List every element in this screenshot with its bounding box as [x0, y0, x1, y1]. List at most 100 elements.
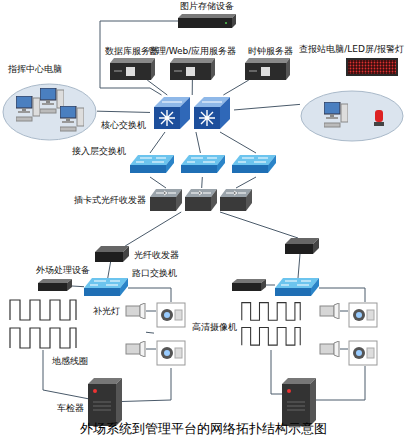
device-node: 时钟服务器 — [245, 58, 290, 80]
device-icon — [38, 279, 72, 291]
processor-icon — [232, 279, 266, 291]
cam-icon — [157, 341, 185, 365]
access-icon — [232, 155, 276, 173]
device-label: 高清摄像机 — [192, 322, 237, 333]
storage-icon — [178, 14, 236, 28]
card-icon — [220, 189, 252, 211]
device-label: 查报站电脑/LED屏/报警灯 — [299, 44, 404, 55]
device-label: 管理/Web/应用服务器 — [148, 46, 237, 57]
wire — [150, 132, 165, 153]
device-node: 车检器 — [88, 378, 122, 426]
wire — [266, 285, 275, 286]
card-icon — [185, 189, 217, 211]
device-icon — [124, 303, 146, 359]
device-icon — [150, 95, 234, 132]
wire — [146, 311, 156, 312]
device-icon — [2, 78, 97, 142]
cam-icon — [157, 303, 185, 327]
lamp-icon — [320, 341, 339, 357]
switch-icon — [275, 278, 319, 296]
device-node: 接入层交换机 — [128, 153, 278, 177]
wire — [236, 177, 256, 188]
network-link — [122, 368, 171, 401]
pc-icon — [60, 106, 84, 131]
device-label: 时钟服务器 — [248, 46, 293, 57]
device-label: 接入层交换机 — [72, 146, 126, 157]
access-icon — [130, 155, 174, 173]
device-node: 图片存储设备 — [178, 14, 236, 28]
proc-icon — [38, 279, 72, 291]
device-node: 外场处理设备 — [38, 279, 72, 291]
camera-icon — [349, 303, 377, 327]
core-icon — [194, 97, 230, 129]
access-icon — [181, 155, 225, 173]
network-link — [100, 21, 178, 95]
device-icon — [300, 58, 404, 142]
network-link — [128, 288, 171, 302]
fiber-icon — [95, 246, 129, 262]
network-link — [108, 262, 111, 278]
access-icon — [84, 278, 128, 296]
server-icon — [110, 58, 155, 80]
server-icon — [170, 58, 215, 80]
network-link — [72, 286, 84, 288]
device-node: 指挥中心电脑 — [2, 78, 97, 142]
device-icon — [84, 278, 128, 298]
device-icon — [154, 302, 188, 368]
lamp-icon — [126, 341, 145, 357]
server-icon — [245, 58, 290, 80]
device-node: 光纤收发器 — [95, 246, 129, 262]
device-label: 图片存储设备 — [180, 1, 234, 12]
network-link — [97, 111, 150, 112]
device-label: 路口交换机 — [132, 268, 177, 279]
wire — [340, 311, 348, 312]
device-icon — [88, 378, 122, 426]
device-label: 补光灯 — [93, 306, 120, 317]
device-node: 地感线圈 — [8, 296, 78, 350]
wire — [146, 349, 156, 350]
wire — [316, 366, 365, 400]
network-link — [192, 80, 193, 95]
device-icon — [150, 188, 252, 212]
network-link — [234, 104, 300, 110]
card-icon — [150, 189, 182, 211]
caption: 外场系统到管理平台的网络拓扑结构示意图 — [0, 421, 407, 437]
wire — [340, 349, 348, 350]
device-icon — [170, 58, 215, 80]
network-link — [146, 332, 154, 334]
network-link — [43, 350, 88, 399]
wire — [220, 132, 256, 153]
pc-icon — [324, 102, 348, 127]
device-label: 外场处理设备 — [36, 265, 90, 276]
wire — [220, 212, 298, 238]
device-node: 路口交换机 — [84, 278, 128, 298]
cabinet-icon — [282, 378, 316, 426]
led-icon — [346, 58, 398, 76]
network-link — [125, 212, 181, 246]
device-label: 指挥中心电脑 — [8, 64, 62, 75]
loop-icon — [242, 303, 300, 346]
pc-icon — [16, 96, 40, 121]
network-link — [147, 80, 167, 95]
device-icon — [245, 58, 290, 80]
cab-icon — [88, 378, 122, 426]
device-node: 高清摄像机 — [154, 302, 188, 368]
fiber-transceiver-icon — [285, 238, 319, 254]
device-node: 数据库服务器 — [110, 58, 155, 80]
core-icon — [154, 97, 190, 129]
lamp-icon — [320, 303, 339, 319]
network-link — [196, 132, 200, 153]
device-node: 查报站电脑/LED屏/报警灯 — [300, 58, 404, 142]
network-link — [223, 80, 248, 95]
device-icon — [110, 58, 155, 80]
wire — [150, 177, 166, 188]
wire — [271, 350, 282, 394]
device-node: 管理/Web/应用服务器 — [170, 58, 215, 80]
device-icon — [95, 246, 129, 262]
wire — [319, 288, 365, 302]
lamp-icon — [126, 303, 145, 319]
device-label: 光纤收发器 — [134, 250, 179, 261]
loops-icon — [10, 300, 76, 348]
device-label: 核心交换机 — [101, 120, 146, 131]
camera-icon — [349, 341, 377, 365]
